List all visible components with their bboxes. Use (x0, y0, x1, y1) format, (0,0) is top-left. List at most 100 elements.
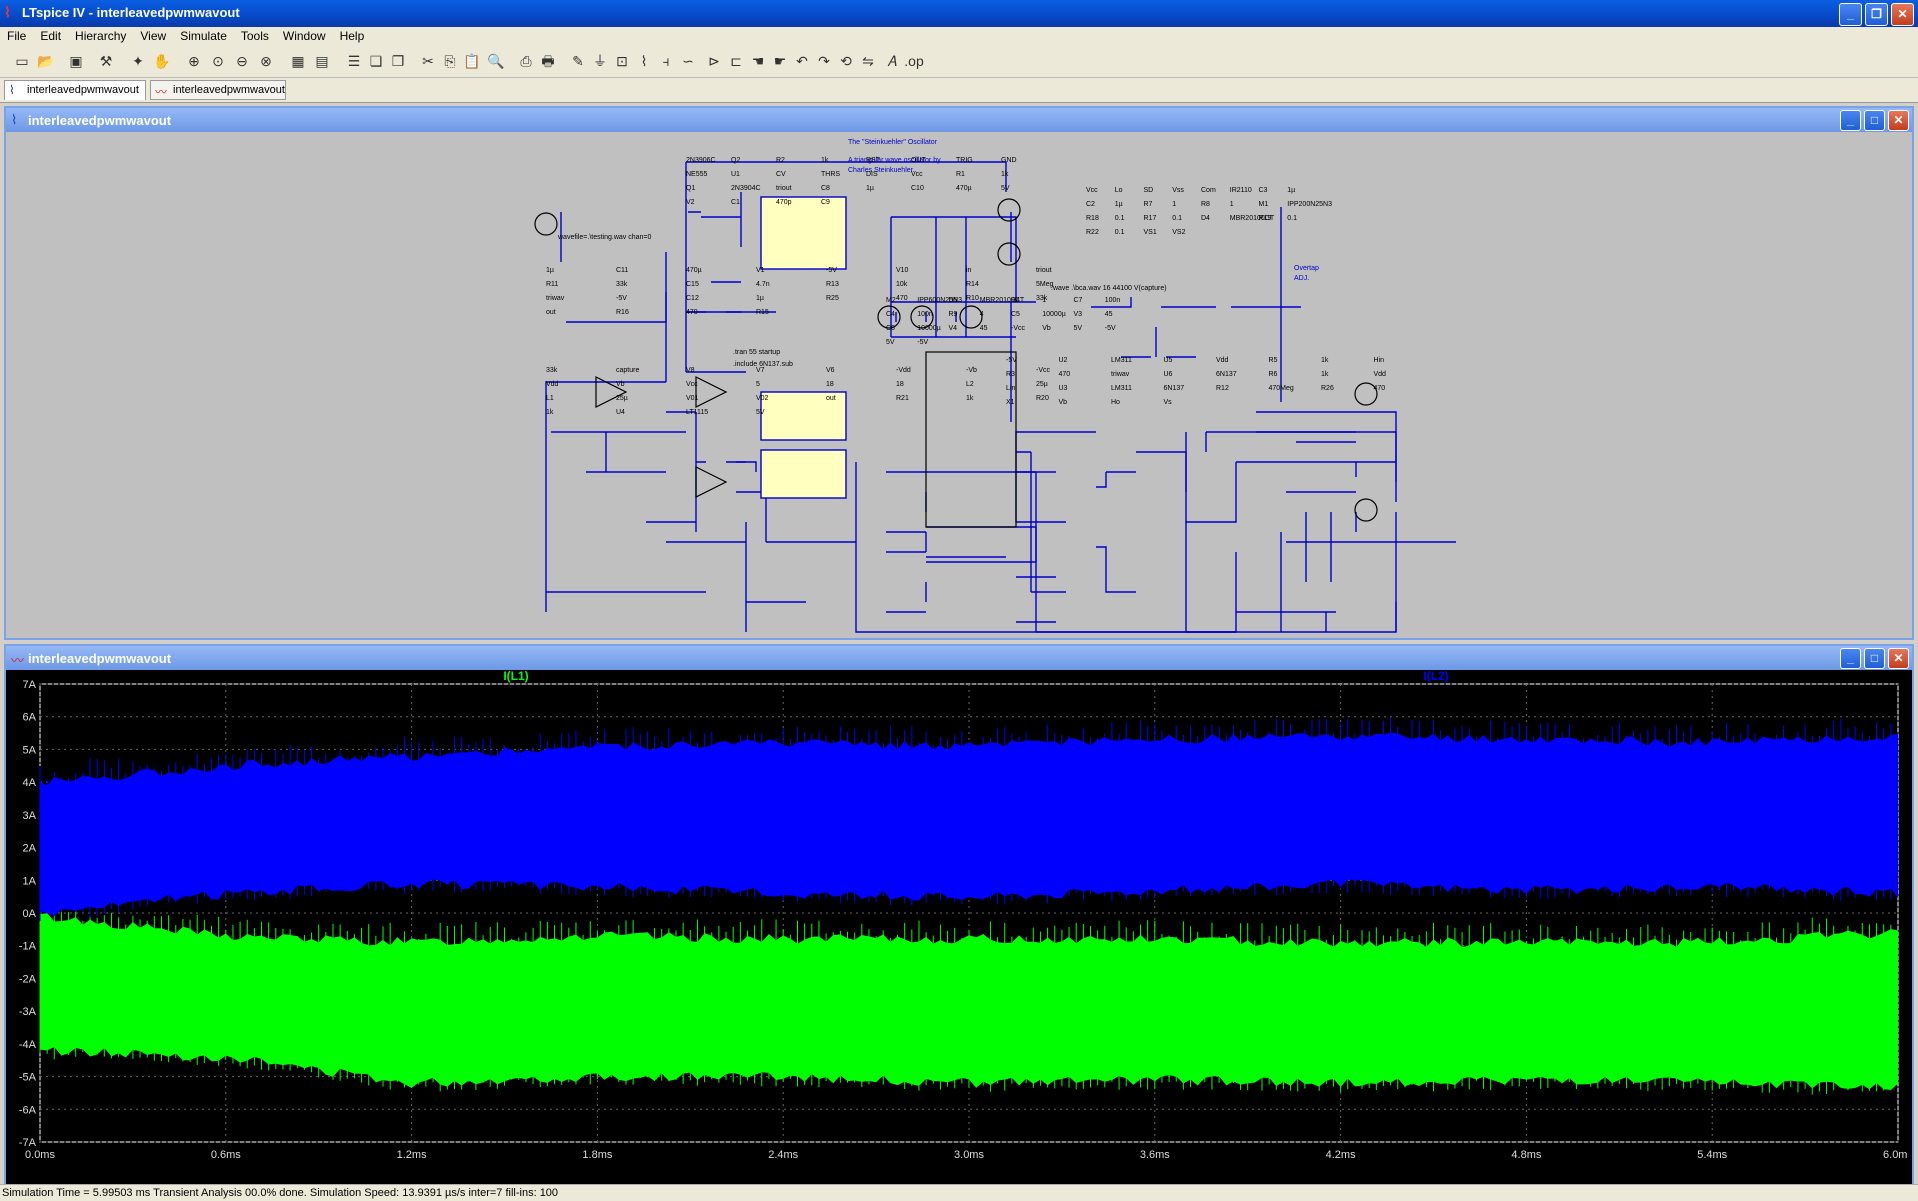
spice-directive-icon[interactable]: .op (904, 53, 924, 69)
delete-trace-icon[interactable]: ▤ (315, 53, 329, 69)
component-label: in (966, 267, 972, 274)
inductor-icon[interactable]: ∽ (682, 53, 694, 69)
label-net-icon[interactable]: ⊡ (616, 53, 628, 69)
waveform-maximize-button[interactable]: □ (1864, 648, 1885, 669)
resistor-icon[interactable]: ⌇ (640, 53, 648, 69)
menu-file[interactable]: File (7, 29, 27, 43)
tile-vertical-icon[interactable]: ❐ (391, 53, 405, 69)
component-label: C2 (1086, 201, 1095, 208)
component-label: D4 (1201, 215, 1210, 222)
restore-button[interactable]: ❐ (1865, 3, 1888, 26)
x-tick-label: 1.8ms (582, 1149, 612, 1161)
menu-bar: File Edit Hierarchy View Simulate Tools … (0, 27, 1918, 47)
component-label: Vcc (911, 171, 923, 178)
x-tick-label: 6.0ms (1883, 1149, 1908, 1161)
component-label: R9 (949, 311, 958, 318)
redo-icon[interactable]: ↷ (818, 53, 830, 69)
y-tick-label: 2A (23, 843, 37, 855)
component-label: C8 (821, 185, 830, 192)
component-label: TRIG (956, 157, 973, 164)
minimize-button[interactable]: _ (1839, 3, 1862, 26)
schematic-window-title: interleavedpwmwavout (28, 113, 172, 128)
y-tick-label: -5A (19, 1072, 37, 1084)
waveform-icon: 〰 (11, 653, 25, 668)
menu-edit[interactable]: Edit (40, 29, 62, 43)
y-tick-label: 7A (23, 679, 37, 691)
print-setup-icon[interactable]: ⎙ (520, 53, 532, 69)
y-tick-label: -3A (19, 1006, 37, 1018)
zoom-pan-icon[interactable]: ⊙ (212, 53, 224, 69)
legend-label[interactable]: I(L2) (1423, 669, 1448, 683)
menu-window[interactable]: Window (282, 29, 326, 43)
drag-hand-icon[interactable]: ☛ (773, 53, 787, 69)
tab-schematic[interactable]: ⌇ interleavedpwmwavout (4, 80, 146, 100)
trace-il2 (39, 717, 1898, 922)
text-icon[interactable]: 𝐴 (887, 53, 897, 69)
print-icon[interactable]: 🖶 (541, 53, 555, 69)
menu-hierarchy[interactable]: Hierarchy (75, 29, 127, 43)
pan-hand-icon[interactable]: ✋ (153, 53, 171, 69)
capacitor-icon[interactable]: ⫞ (662, 53, 670, 69)
component-label: 5V (886, 339, 895, 346)
legend-label[interactable]: I(L1) (503, 669, 528, 683)
schematic-maximize-button[interactable]: □ (1864, 110, 1885, 131)
tile-horizontal-icon[interactable]: ☰ (347, 53, 361, 69)
find-icon[interactable]: 🔍 (487, 53, 505, 69)
ground-icon[interactable]: ⏚ (593, 53, 607, 69)
component-label: 100n (1105, 297, 1121, 304)
component-label: 5Meg (1036, 281, 1054, 288)
draw-wire-icon[interactable]: ✎ (572, 53, 584, 69)
component-label: MBR20100CT (980, 297, 1025, 304)
mirror-icon[interactable]: ⇋ (862, 53, 874, 69)
component-label: Vcc (686, 381, 698, 388)
menu-view[interactable]: View (140, 29, 167, 43)
close-button[interactable]: ✕ (1891, 3, 1914, 26)
zoom-fit-icon[interactable]: ⊗ (260, 53, 272, 69)
zoom-in-icon[interactable]: ⊕ (188, 53, 200, 69)
open-folder-icon[interactable]: 📂 (37, 53, 55, 69)
waveform-close-button[interactable]: ✕ (1888, 648, 1909, 669)
run-icon[interactable]: ✦ (132, 53, 144, 69)
schematic-close-button[interactable]: ✕ (1888, 110, 1909, 131)
component-label: C15 (686, 281, 699, 288)
component-icon[interactable]: ⊏ (730, 53, 742, 69)
component-label: 4 (980, 311, 984, 318)
menu-simulate[interactable]: Simulate (180, 29, 227, 43)
component-label: V01 (686, 395, 699, 402)
waveform-minimize-button[interactable]: _ (1840, 648, 1861, 669)
component-label: R15 (756, 309, 769, 316)
copy-icon[interactable]: ⎘ (444, 53, 456, 69)
autorange-icon[interactable]: ▦ (291, 53, 305, 69)
x-tick-label: 2.4ms (768, 1149, 798, 1161)
diode-icon[interactable]: ⊳ (708, 53, 720, 69)
cut-icon[interactable]: ✂ (422, 53, 434, 69)
control-panel-icon[interactable]: ⚒ (99, 53, 113, 69)
cascade-icon[interactable]: ❏ (369, 53, 383, 69)
save-icon[interactable]: ▣ (69, 53, 83, 69)
component-label: R26 (1321, 385, 1334, 392)
tab-waveform[interactable]: 〰 interleavedpwmwavout (150, 80, 286, 100)
menu-tools[interactable]: Tools (240, 29, 269, 43)
y-tick-label: -4A (19, 1039, 37, 1051)
component-label: OUT (911, 157, 927, 164)
waveform-chart[interactable]: 7A6A5A4A3A2A1A0A-1A-2A-3A-4A-5A-6A-7A0.0… (6, 669, 1914, 1180)
component-label: 470µ (956, 185, 972, 192)
x-tick-label: 1.2ms (397, 1149, 427, 1161)
schematic-window: ⌇ interleavedpwmwavout _ □ ✕ (4, 106, 1914, 640)
component-label: 470 (896, 295, 908, 302)
component-label: 4.7n (756, 281, 770, 288)
new-schematic-icon[interactable]: ▭ (15, 53, 29, 69)
paste-icon[interactable]: 📋 (463, 53, 481, 69)
menu-help[interactable]: Help (339, 29, 365, 43)
schematic-minimize-button[interactable]: _ (1840, 110, 1861, 131)
component-label: X1 (1006, 399, 1015, 406)
undo-icon[interactable]: ↶ (796, 53, 808, 69)
component-label: U2 (1059, 357, 1068, 364)
move-hand-icon[interactable]: ☚ (751, 53, 765, 69)
zoom-out-icon[interactable]: ⊖ (236, 53, 248, 69)
tab-waveform-label: interleavedpwmwavout (173, 84, 285, 96)
rotate-icon[interactable]: ⟲ (840, 53, 852, 69)
